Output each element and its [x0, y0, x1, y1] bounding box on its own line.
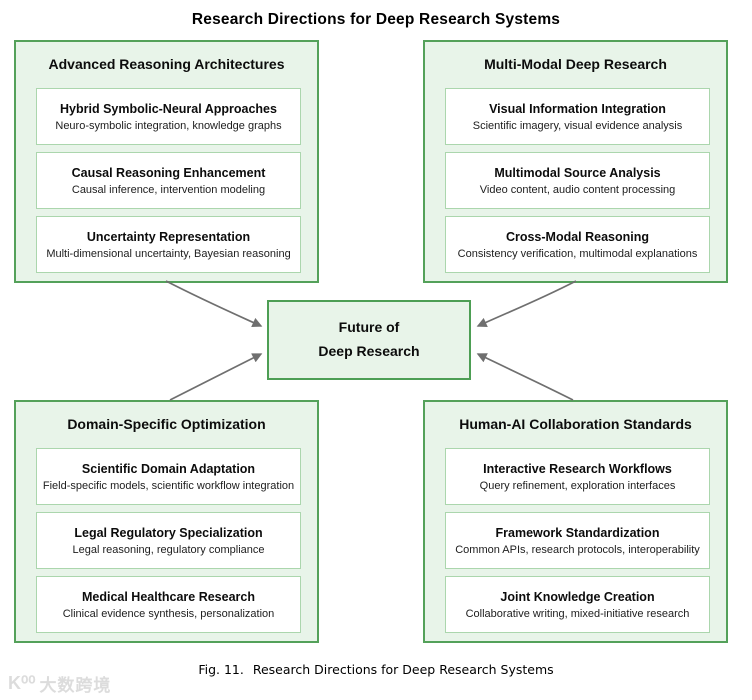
research-item: Uncertainty Representation Multi-dimensi… [36, 216, 301, 273]
item-subtitle: Scientific imagery, visual evidence anal… [472, 119, 683, 132]
research-item: Hybrid Symbolic-Neural Approaches Neuro-… [36, 88, 301, 145]
figure-caption-text: Research Directions for Deep Research Sy… [252, 662, 554, 677]
quadrant-title: Human-AI Collaboration Standards [459, 416, 692, 432]
research-item: Multimodal Source Analysis Video content… [445, 152, 710, 209]
watermark-logo-icon: K⁰⁰ [8, 673, 36, 693]
research-item: Medical Healthcare Research Clinical evi… [36, 576, 301, 633]
research-item: Interactive Research Workflows Query ref… [445, 448, 710, 505]
item-title: Joint Knowledge Creation [500, 589, 655, 604]
item-title: Multimodal Source Analysis [494, 165, 661, 180]
research-item: Cross-Modal Reasoning Consistency verifi… [445, 216, 710, 273]
item-title: Scientific Domain Adaptation [81, 461, 256, 476]
quadrant-domain-specific: Domain-Specific Optimization Scientific … [14, 400, 319, 643]
center-node-future-of-deep-research: Future of Deep Research [267, 300, 471, 380]
item-title: Visual Information Integration [489, 101, 666, 116]
item-title: Medical Healthcare Research [81, 589, 255, 604]
item-subtitle: Clinical evidence synthesis, personaliza… [62, 607, 275, 620]
research-item: Scientific Domain Adaptation Field-speci… [36, 448, 301, 505]
research-item: Joint Knowledge Creation Collaborative w… [445, 576, 710, 633]
item-title: Hybrid Symbolic-Neural Approaches [60, 101, 277, 116]
item-title: Legal Regulatory Specialization [74, 525, 263, 540]
item-subtitle: Field-specific models, scientific workfl… [42, 479, 295, 492]
item-subtitle: Consistency verification, multimodal exp… [457, 247, 698, 260]
item-subtitle: Multi-dimensional uncertainty, Bayesian … [46, 247, 291, 260]
item-subtitle: Causal inference, intervention modeling [71, 183, 266, 196]
quadrant-advanced-reasoning: Advanced Reasoning Architectures Hybrid … [14, 40, 319, 283]
quadrant-item-list: Visual Information Integration Scientifi… [445, 88, 710, 273]
item-subtitle: Collaborative writing, mixed-initiative … [465, 607, 690, 620]
figure-caption-label: Fig. 11. [198, 662, 244, 677]
item-title: Cross-Modal Reasoning [505, 229, 650, 244]
watermark: K⁰⁰ 大数跨境 [8, 671, 111, 696]
research-item: Causal Reasoning Enhancement Causal infe… [36, 152, 301, 209]
page-title: Research Directions for Deep Research Sy… [191, 11, 561, 28]
arrow-bottom-right-to-center [476, 353, 574, 401]
quadrant-item-list: Hybrid Symbolic-Neural Approaches Neuro-… [36, 88, 301, 273]
quadrant-item-list: Scientific Domain Adaptation Field-speci… [36, 448, 301, 633]
research-item: Visual Information Integration Scientifi… [445, 88, 710, 145]
arrow-bottom-left-to-center [169, 353, 263, 401]
quadrant-title: Advanced Reasoning Architectures [48, 56, 285, 72]
item-title: Framework Standardization [495, 525, 660, 540]
quadrant-human-ai: Human-AI Collaboration Standards Interac… [423, 400, 728, 643]
item-title: Interactive Research Workflows [483, 461, 672, 476]
quadrant-title: Multi-Modal Deep Research [484, 56, 667, 72]
figure-caption: Fig. 11. Research Directions for Deep Res… [0, 662, 752, 677]
item-title: Uncertainty Representation [86, 229, 251, 244]
quadrant-title: Domain-Specific Optimization [67, 416, 266, 432]
center-node-line1: Future of [338, 319, 400, 336]
item-subtitle: Common APIs, research protocols, interop… [455, 543, 700, 556]
center-node-line2: Deep Research [318, 343, 420, 359]
research-item: Framework Standardization Common APIs, r… [445, 512, 710, 569]
item-subtitle: Query refinement, exploration interfaces [479, 479, 676, 492]
quadrant-multi-modal: Multi-Modal Deep Research Visual Informa… [423, 40, 728, 283]
item-subtitle: Neuro-symbolic integration, knowledge gr… [55, 119, 282, 132]
item-title: Causal Reasoning Enhancement [71, 165, 266, 180]
item-subtitle: Video content, audio content processing [479, 183, 676, 196]
arrow-top-left-to-center [165, 280, 263, 328]
item-subtitle: Legal reasoning, regulatory compliance [72, 543, 265, 556]
watermark-text: 大数跨境 [39, 676, 112, 695]
research-item: Legal Regulatory Specialization Legal re… [36, 512, 301, 569]
quadrant-item-list: Interactive Research Workflows Query ref… [445, 448, 710, 633]
arrow-top-right-to-center [476, 280, 577, 328]
